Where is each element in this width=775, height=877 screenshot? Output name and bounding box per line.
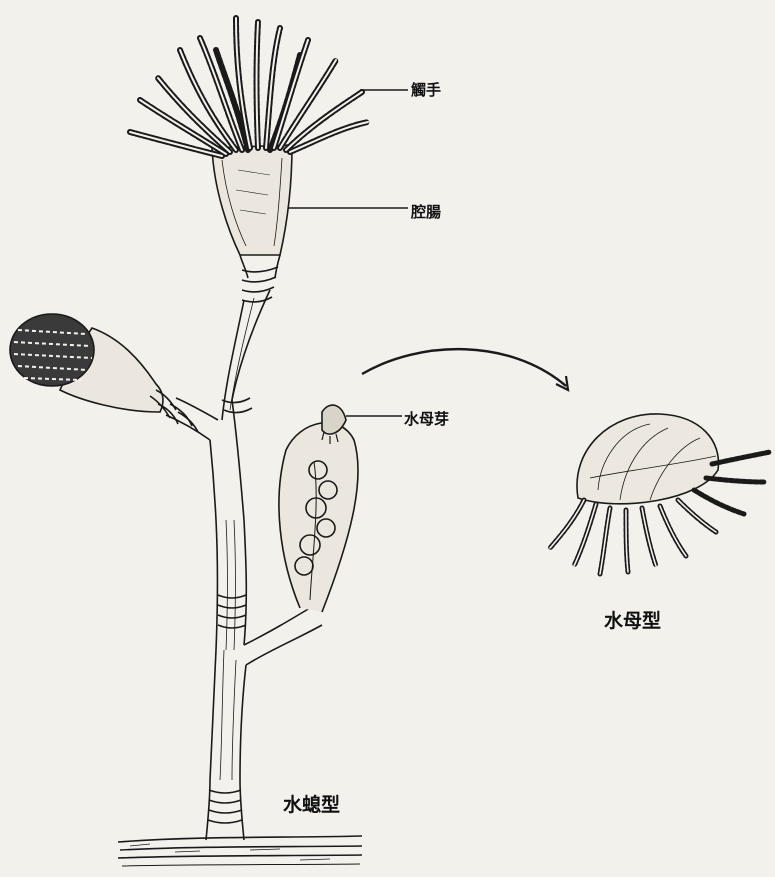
top-polyp: [212, 145, 292, 278]
gonotheca: [279, 405, 358, 612]
stolon: [118, 836, 362, 866]
tentacles: [130, 18, 368, 156]
polyp-form-label: 水螅型: [283, 790, 340, 817]
left-polyp: [10, 314, 198, 432]
medusa-bud-label: 水母芽: [404, 408, 449, 429]
gastric-cavity-label: 腔腸: [411, 201, 441, 222]
arrow: [362, 349, 568, 390]
leader-lines: [288, 90, 408, 416]
medusa-form-label: 水母型: [604, 606, 661, 633]
tentacle-label: 觸手: [411, 79, 441, 100]
